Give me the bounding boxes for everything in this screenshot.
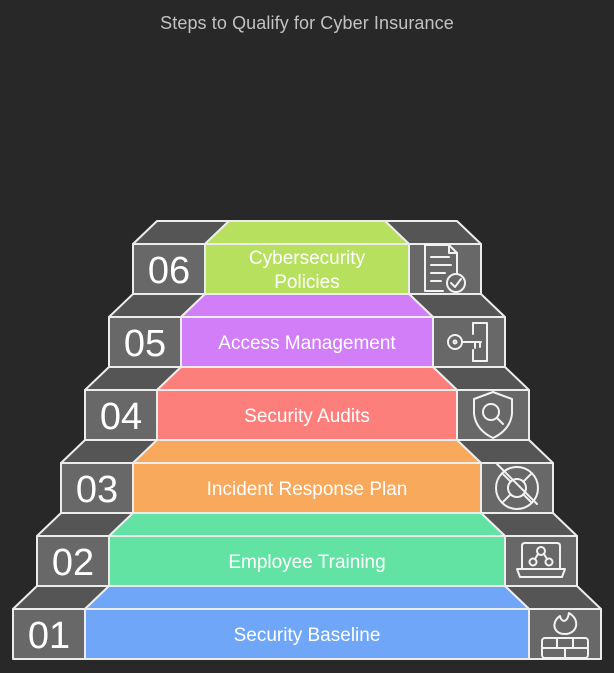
step-04: 04 Security Audits <box>84 366 530 441</box>
step-top <box>108 512 506 537</box>
firewall-icon <box>541 612 589 659</box>
step-face <box>180 316 434 368</box>
step-top <box>204 220 410 245</box>
diagram-title: Steps to Qualify for Cyber Insurance <box>160 13 454 33</box>
lifebuoy-icon <box>495 463 539 510</box>
step-number: 03 <box>76 469 118 511</box>
step-label: Access Management <box>218 333 396 354</box>
step-01: 01 Security Baseline <box>12 585 602 660</box>
key-door-icon <box>447 322 488 362</box>
step-top <box>132 439 482 464</box>
training-laptop-icon <box>516 542 566 578</box>
step-face <box>84 608 530 660</box>
step-label: Security Baseline <box>234 625 381 646</box>
step-number: 04 <box>100 396 142 438</box>
step-label: Policies <box>274 272 339 293</box>
step-face <box>132 462 482 514</box>
shield-search-icon <box>473 391 513 439</box>
icon-block <box>480 462 554 514</box>
step-label: Security Audits <box>244 406 370 427</box>
step-number: 05 <box>124 323 166 365</box>
step-number: 02 <box>52 542 94 584</box>
step-face <box>204 243 410 295</box>
step-top <box>84 585 530 610</box>
step-05: 05 Access Management <box>108 293 506 368</box>
step-02: 02 Employee Training <box>36 512 578 587</box>
step-03: 03 Incident Response Plan <box>60 439 554 514</box>
step-label: Incident Response Plan <box>207 479 408 500</box>
step-label: Employee Training <box>228 552 385 573</box>
icon-block <box>456 389 530 441</box>
step-face <box>108 535 506 587</box>
step-number: 01 <box>28 615 70 657</box>
step-number: 06 <box>148 250 190 292</box>
step-label: Cybersecurity <box>249 248 366 269</box>
icon-block <box>408 243 482 295</box>
policy-document-icon <box>424 244 466 293</box>
step-face <box>156 389 458 441</box>
step-top <box>156 366 458 391</box>
step-top <box>180 293 434 318</box>
